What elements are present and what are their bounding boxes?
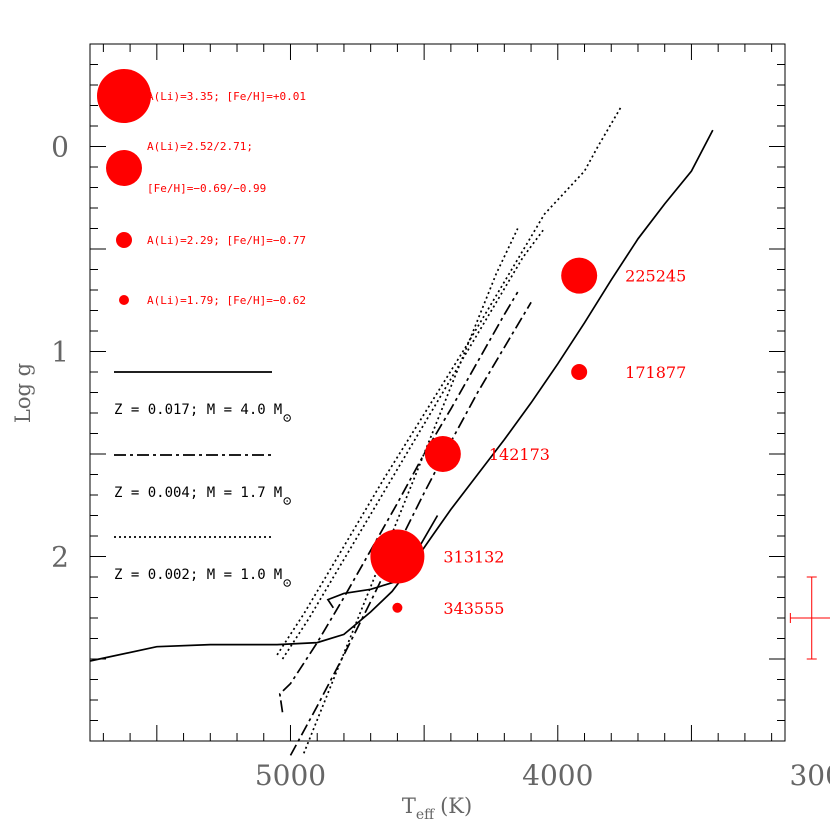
- x-axis-label-subscript: eff: [416, 807, 435, 823]
- legend-track-label-dashdot: Z = 0.004; M = 1.7 M: [114, 485, 282, 501]
- legend-track-mass-unit: M: [274, 402, 282, 418]
- star-marker-343555: [392, 602, 403, 613]
- legend-symbol-label-2: A(Li)=2.52/2.71;: [147, 140, 253, 153]
- x-axis-label-symbol: T: [402, 794, 416, 818]
- y-axis-label: Log g: [11, 363, 35, 423]
- legend-symbol-1: [97, 69, 151, 123]
- track-solid-1: [89, 129, 714, 662]
- y-tick-label-0: 0: [51, 131, 69, 164]
- x-tick-label-4000: 4000: [522, 759, 593, 792]
- error-bar: [789, 576, 830, 660]
- x-axis-label: Teff (K): [402, 794, 472, 823]
- legend-track-label-solid: Z = 0.017; M = 4.0 M: [114, 402, 282, 418]
- legend-track-label-text: Z = 0.004; M = 1.7: [114, 485, 266, 501]
- star-label-171877: 171877: [625, 363, 686, 382]
- track-dashdot-2: [289, 301, 532, 756]
- axis-ticks: [90, 44, 785, 741]
- star-markers: 225245 171877 142173 313132 343555: [370, 257, 686, 618]
- track-dashdot-1: [278, 291, 519, 713]
- star-label-225245: 225245: [625, 267, 686, 286]
- sun-symbol-dot-icon: [286, 582, 288, 584]
- star-marker-225245: [561, 257, 598, 294]
- sun-symbol-icon: [283, 579, 291, 587]
- star-marker-313132: [370, 529, 425, 584]
- legend-track-label-dotted: Z = 0.002; M = 1.0 M: [114, 567, 282, 583]
- legend: A(Li)=3.35; [Fe/H]=+0.01A(Li)=2.52/2.71;…: [97, 69, 306, 587]
- axis-tick-labels: 5000 4000 3000 0 1 2: [51, 131, 830, 793]
- legend-track-mass-unit: M: [274, 485, 282, 501]
- sun-symbol-dot-icon: [286, 500, 288, 502]
- evolutionary-tracks: [89, 105, 714, 756]
- legend-track-label-text: Z = 0.017; M = 4.0: [114, 402, 266, 418]
- track-dotted-3: [303, 228, 519, 754]
- legend-symbol-label-4: A(Li)=1.79; [Fe/H]=−0.62: [147, 294, 306, 307]
- x-tick-label-5000: 5000: [255, 759, 326, 792]
- track-dotted-1: [276, 105, 623, 656]
- star-label-343555: 343555: [443, 599, 504, 618]
- y-tick-label-2: 2: [51, 541, 69, 574]
- legend-symbol-4: [119, 295, 129, 305]
- star-label-142173: 142173: [489, 445, 550, 464]
- legend-symbol-2: [106, 150, 142, 186]
- x-tick-label-3000: 3000: [789, 759, 830, 792]
- x-axis-label-unit: (K): [440, 794, 472, 818]
- legend-symbol-3: [116, 232, 132, 248]
- legend-symbol-label-2-line2: [Fe/H]=−0.69/−0.99: [147, 182, 266, 195]
- star-marker-171877: [571, 364, 588, 380]
- sun-symbol-dot-icon: [286, 417, 288, 419]
- legend-track-label-text: Z = 0.002; M = 1.0: [114, 567, 266, 583]
- sun-symbol-icon: [283, 497, 291, 505]
- star-marker-142173: [424, 436, 461, 472]
- sun-symbol-icon: [283, 414, 291, 422]
- legend-symbol-label-1: A(Li)=3.35; [Fe/H]=+0.01: [147, 90, 306, 103]
- star-label-313132: 313132: [443, 548, 504, 567]
- y-tick-label-1: 1: [51, 336, 69, 369]
- legend-track-mass-unit: M: [274, 567, 282, 583]
- legend-symbol-label-3: A(Li)=2.29; [Fe/H]=−0.77: [147, 234, 306, 247]
